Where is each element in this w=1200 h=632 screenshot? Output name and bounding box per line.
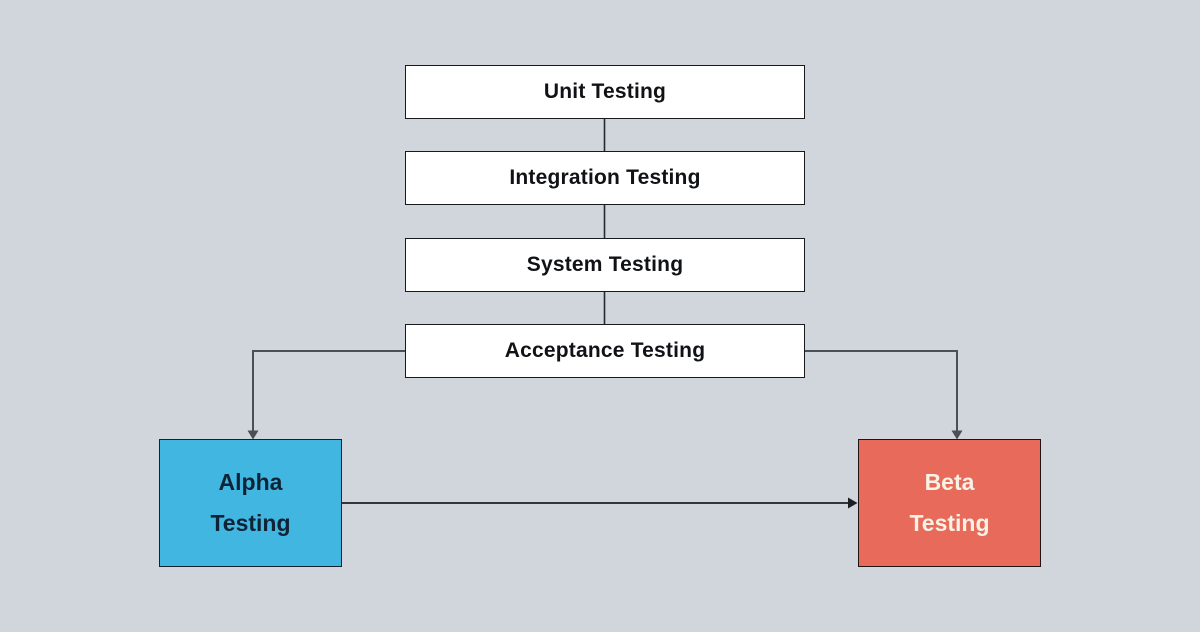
arrowhead-alpha-to-beta (848, 497, 858, 509)
node-beta-testing: Beta Testing (858, 439, 1041, 567)
node-acceptance-testing-label: Acceptance Testing (504, 339, 706, 362)
node-alpha-testing-label-line2: Testing (210, 509, 291, 536)
node-beta-testing-label-line2: Testing (909, 509, 990, 536)
arrowhead-acceptance-to-beta (951, 430, 963, 440)
node-system-testing-label: System Testing (526, 253, 684, 276)
node-integration-testing: Integration Testing (405, 151, 805, 205)
node-alpha-testing-label-line1: Alpha (218, 468, 283, 495)
node-unit-testing: Unit Testing (405, 65, 805, 119)
edge-acceptance-to-beta (804, 350, 958, 432)
node-unit-testing-label: Unit Testing (543, 80, 667, 103)
node-alpha-testing: Alpha Testing (159, 439, 342, 567)
node-integration-testing-label: Integration Testing (509, 166, 701, 189)
node-system-testing: System Testing (405, 238, 805, 292)
arrowhead-acceptance-to-alpha (247, 430, 259, 440)
node-beta-testing-label-line1: Beta (924, 468, 975, 495)
node-acceptance-testing: Acceptance Testing (405, 324, 805, 378)
edge-acceptance-to-alpha (252, 350, 405, 432)
